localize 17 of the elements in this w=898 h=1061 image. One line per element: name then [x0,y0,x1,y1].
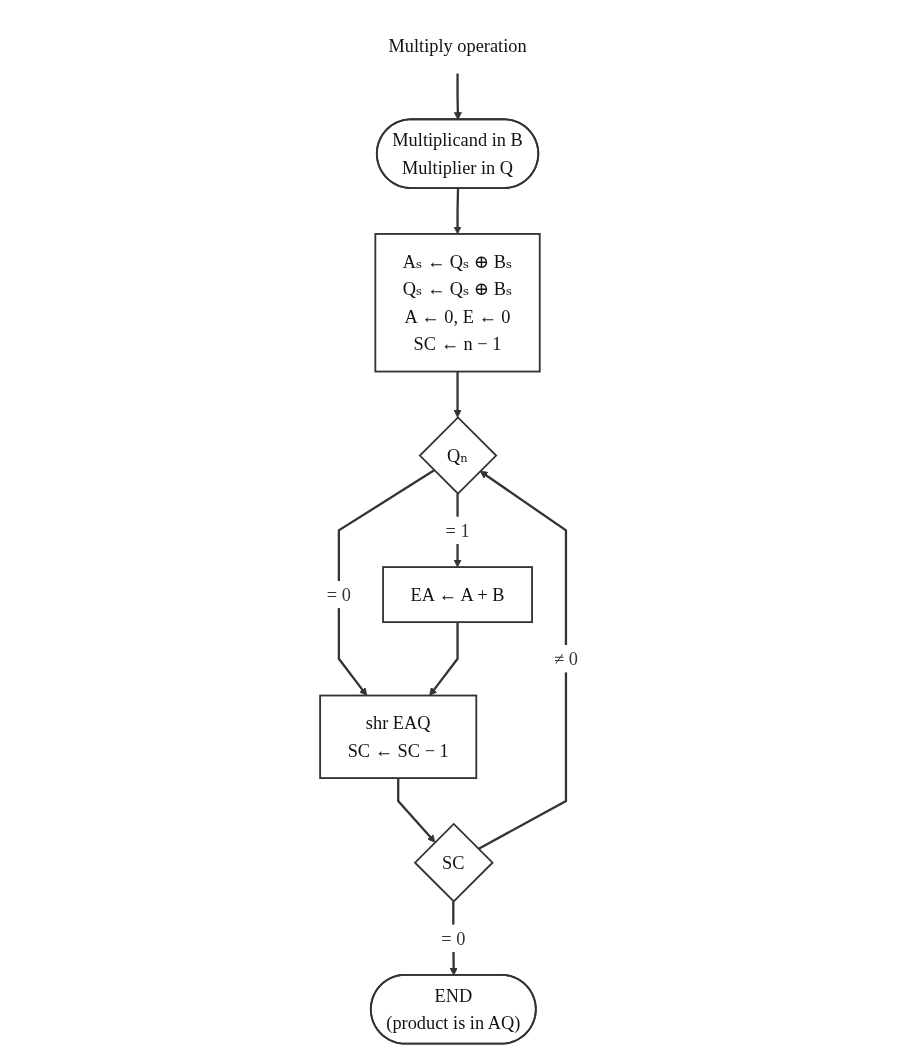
node-diamond: Qₙ [418,415,498,495]
arrow [337,468,435,696]
node-text: Multiply operation [388,35,527,56]
arrow [397,777,436,843]
arrow [453,371,462,418]
arrow [429,621,459,696]
arrow [453,188,462,234]
node-box: Aₛ ← Qₛ ⊕ Bₛ Qₛ ← Qₛ ⊕ Bₛ A ← 0, E ← 0 SC ← n − 1 [374,232,541,372]
arrow [453,72,462,120]
arrow [477,470,568,850]
node-diamond: SC [413,822,494,903]
edge-label: = 0 [441,927,466,948]
edge-label: = 1 [445,519,470,540]
edge-label: ≠ 0 [554,648,578,669]
edge-label: = 0 [326,584,351,605]
node-box: shr EAQ SC ← SC − 1 [319,694,478,779]
node-box: EA ← A + B [382,565,533,623]
